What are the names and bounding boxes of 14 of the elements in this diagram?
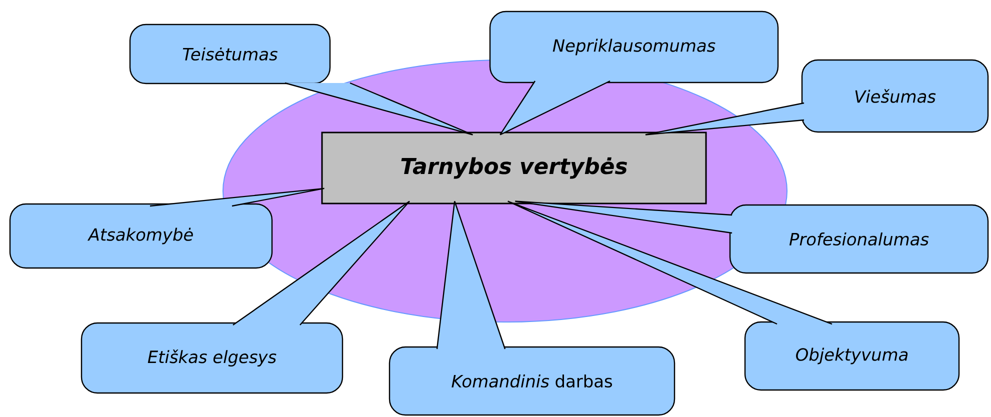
- callout-box: Profesionalumas: [729, 204, 989, 274]
- callout-tail: [436, 200, 506, 350]
- callout-tail: [507, 200, 833, 325]
- callout-box: Etiškas elgesys: [80, 322, 344, 394]
- callout-box: Teisėtumas: [129, 24, 331, 84]
- callout-tail: [514, 200, 733, 234]
- callout-box: Komandinis darbas: [388, 346, 676, 416]
- callout-box: Objektyvuma: [744, 321, 960, 391]
- callout-box: Viešumas: [801, 59, 989, 133]
- title-box: Tarnybos vertybės: [321, 132, 707, 204]
- callout-tail: [232, 200, 410, 326]
- callout-tail: [149, 188, 325, 207]
- callout-tail: [500, 80, 611, 136]
- callout-tail: [644, 102, 805, 136]
